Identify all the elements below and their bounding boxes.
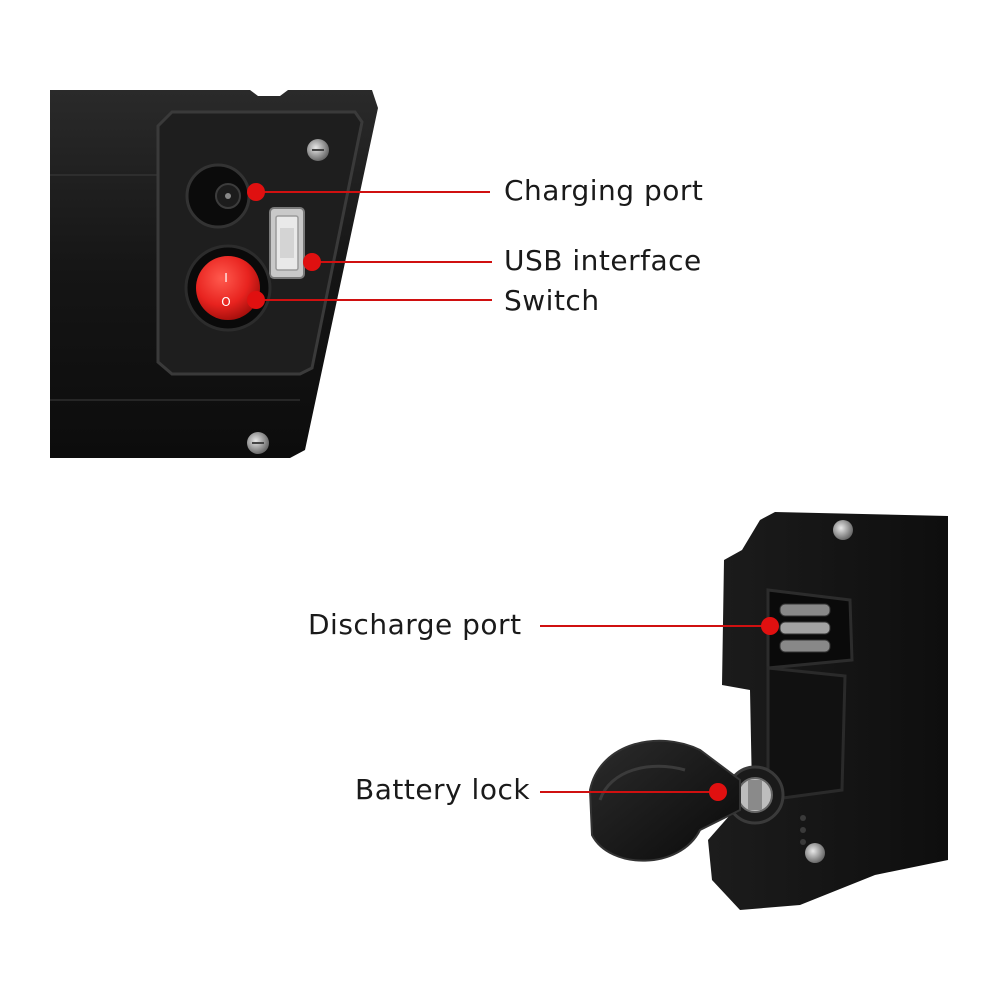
- callout-charging: [247, 183, 490, 201]
- label-charging-port: Charging port: [504, 174, 704, 207]
- charging-port: [185, 163, 251, 229]
- discharge-port: [779, 603, 831, 653]
- screw-icon: [833, 520, 853, 540]
- screw-icon: [805, 843, 825, 863]
- label-switch: Switch: [504, 284, 600, 317]
- callout-switch: [247, 291, 492, 309]
- battery-bottom-end: [588, 512, 948, 910]
- callout-lock: [540, 783, 727, 801]
- label-discharge-port: Discharge port: [308, 608, 522, 641]
- callout-usb: [303, 253, 492, 271]
- usb-port: [269, 207, 305, 279]
- label-battery-lock: Battery lock: [355, 773, 531, 806]
- switch-on-mark: I: [224, 271, 228, 285]
- callout-discharge: [540, 617, 779, 635]
- power-switch: I O: [184, 244, 272, 332]
- switch-off-mark: O: [221, 295, 230, 309]
- battery-top-panel: I O: [50, 90, 378, 458]
- key-icon: [588, 739, 741, 862]
- label-usb-interface: USB interface: [504, 244, 702, 277]
